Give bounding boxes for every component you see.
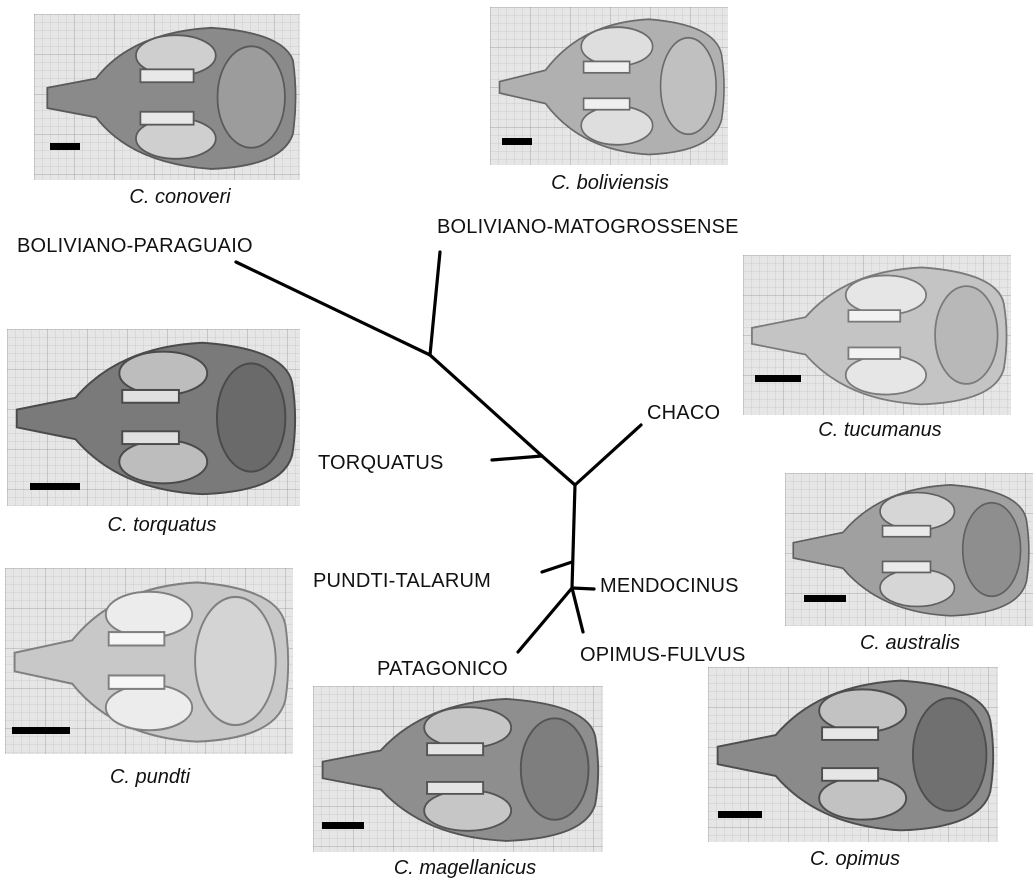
species-label-magellanicus: C. magellanicus xyxy=(370,857,560,880)
skull-drawing xyxy=(7,329,300,506)
species-label-opimus: C. opimus xyxy=(770,848,940,871)
scale-bar xyxy=(718,811,762,818)
clade-label-boliviano-matogrossense: BOLIVIANO-MATOGROSSENSE xyxy=(437,216,739,239)
skull-photo-tucumanus xyxy=(743,255,1011,415)
species-label-australis: C. australis xyxy=(820,632,1000,655)
skull-photo-opimus xyxy=(708,667,998,842)
branch-internal-center xyxy=(542,456,575,485)
skull-photo-torquatus xyxy=(7,329,300,506)
skull-photo-boliviensis xyxy=(490,7,728,165)
clade-label-opimus-fulvus: OPIMUS-FULVUS xyxy=(580,644,746,667)
skull-drawing xyxy=(743,255,1011,415)
scale-bar xyxy=(755,375,801,382)
clade-label-torquatus: TORQUATUS xyxy=(318,452,444,475)
branch-torquatus xyxy=(492,456,542,460)
clade-label-chaco: CHACO xyxy=(647,402,720,425)
species-label-tucumanus: C. tucumanus xyxy=(790,419,970,442)
scale-bar xyxy=(502,138,532,145)
species-label-pundti: C. pundti xyxy=(70,766,230,789)
branch-internal-lower xyxy=(572,485,575,588)
branch-patagonico xyxy=(518,588,572,652)
skull-photo-magellanicus xyxy=(313,686,603,852)
skull-drawing xyxy=(34,14,300,180)
branch-pundti-talarum xyxy=(542,562,572,572)
skull-photo-australis xyxy=(785,473,1033,626)
scale-bar xyxy=(30,483,80,490)
species-label-boliviensis: C. boliviensis xyxy=(520,172,700,195)
scale-bar xyxy=(804,595,846,602)
species-label-conoveri: C. conoveri xyxy=(100,186,260,209)
species-label-torquatus: C. torquatus xyxy=(82,514,242,537)
clade-label-pundti-talarum: PUNDTI-TALARUM xyxy=(313,570,491,593)
clade-label-mendocinus: MENDOCINUS xyxy=(600,575,739,598)
skull-drawing xyxy=(785,473,1033,626)
clade-label-patagonico: PATAGONICO xyxy=(377,658,508,681)
branch-mendocinus xyxy=(572,588,594,589)
branch-opimus-fulvus xyxy=(572,588,583,632)
branch-chaco xyxy=(575,425,641,485)
scale-bar xyxy=(50,143,80,150)
skull-photo-pundti xyxy=(5,568,293,754)
branch-internal-upper xyxy=(430,355,542,456)
branch-boliviano-matogrossense xyxy=(430,252,440,355)
scale-bar xyxy=(12,727,70,734)
clade-label-boliviano-paraguaio: BOLIVIANO-PARAGUAIO xyxy=(17,235,253,258)
skull-photo-conoveri xyxy=(34,14,300,180)
scale-bar xyxy=(322,822,364,829)
